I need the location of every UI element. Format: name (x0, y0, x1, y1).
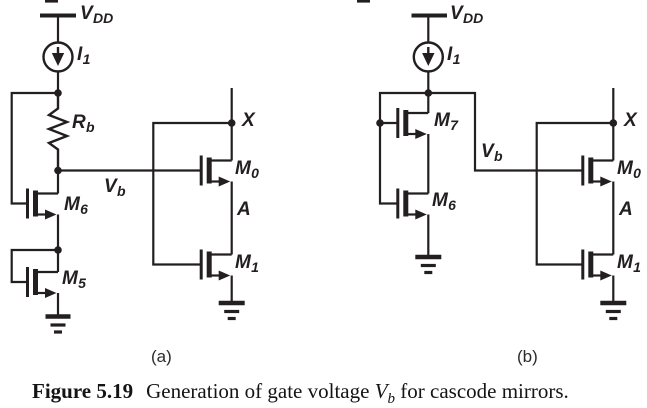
vdd-rail-symbol-b (411, 13, 447, 43)
label-m1-b: M1 (617, 252, 641, 275)
caption-text-before: Generation of gate voltage (146, 379, 375, 403)
figure-caption: Figure 5.19 Generation of gate voltage Vb… (32, 379, 569, 407)
crop-artifact-dashes (45, 0, 370, 3)
label-rb-a: Rb (72, 112, 95, 135)
nmos-m0-symbol-b (581, 155, 614, 187)
label-m0-b: M0 (617, 158, 641, 181)
wire-gate-rail-b (378, 91, 429, 205)
label-m0-a: M0 (235, 158, 259, 181)
wire-vb-to-m0-gate-b (428, 91, 583, 172)
subfigure-a-tag: (a) (151, 347, 172, 366)
nmos-m5-symbol-a (26, 267, 58, 298)
ground-symbol-m6-b (415, 254, 442, 275)
caption-var-sub: b (387, 391, 396, 408)
label-node-x-a: X (242, 110, 255, 131)
nmos-m7-symbol-b (396, 108, 429, 139)
label-node-a-b: A (619, 199, 634, 220)
label-m6-a: M6 (64, 194, 88, 217)
label-vdd-a: VDD (80, 3, 114, 26)
wire-gate-rail-m5-a (10, 248, 58, 284)
label-vdd-b: VDD (450, 3, 484, 26)
label-i1-b: I1 (447, 44, 461, 67)
vdd-rail-symbol-a (40, 13, 76, 43)
nmos-m6-symbol-b (396, 188, 429, 220)
label-i1-a: I1 (77, 44, 91, 67)
wire-gate-rail-m6-a (10, 91, 58, 205)
ground-symbol-m1-b (600, 300, 627, 321)
nmos-m1-symbol-a (199, 249, 232, 281)
wire-x-to-m1-gate-b (535, 121, 614, 266)
label-m7-b: M7 (434, 110, 458, 133)
resistor-symbol-a (45, 93, 71, 171)
ground-symbol-m1-a (218, 300, 245, 321)
wire-x-to-m1-gate-a (152, 121, 232, 266)
caption-figure-number: Figure 5.19 (32, 379, 134, 403)
nmos-m0-symbol-a (199, 155, 232, 187)
nmos-m6-symbol-a (26, 188, 58, 220)
label-m6-b: M6 (432, 190, 456, 213)
label-vb-b: Vb (481, 141, 503, 164)
subfigure-b-tag: (b) (517, 347, 538, 366)
caption-var-main: V (374, 379, 388, 403)
label-node-a-a: A (237, 199, 252, 220)
current-source-symbol-b (412, 41, 444, 93)
junction-dots-a (54, 89, 236, 254)
ground-symbol-m5-a (45, 314, 71, 334)
label-node-x-b: X (624, 110, 637, 131)
circuit-b-schematic (376, 13, 627, 321)
current-source-symbol-a (42, 41, 74, 93)
caption-text-after: for cascode mirrors. (395, 379, 569, 403)
circuit-a-schematic (10, 13, 245, 334)
junction-dots-b (376, 89, 618, 127)
label-vb-a: Vb (104, 176, 126, 199)
label-m1-a: M1 (235, 252, 259, 275)
label-m5-a: M5 (62, 268, 86, 291)
nmos-m1-symbol-b (581, 249, 614, 281)
